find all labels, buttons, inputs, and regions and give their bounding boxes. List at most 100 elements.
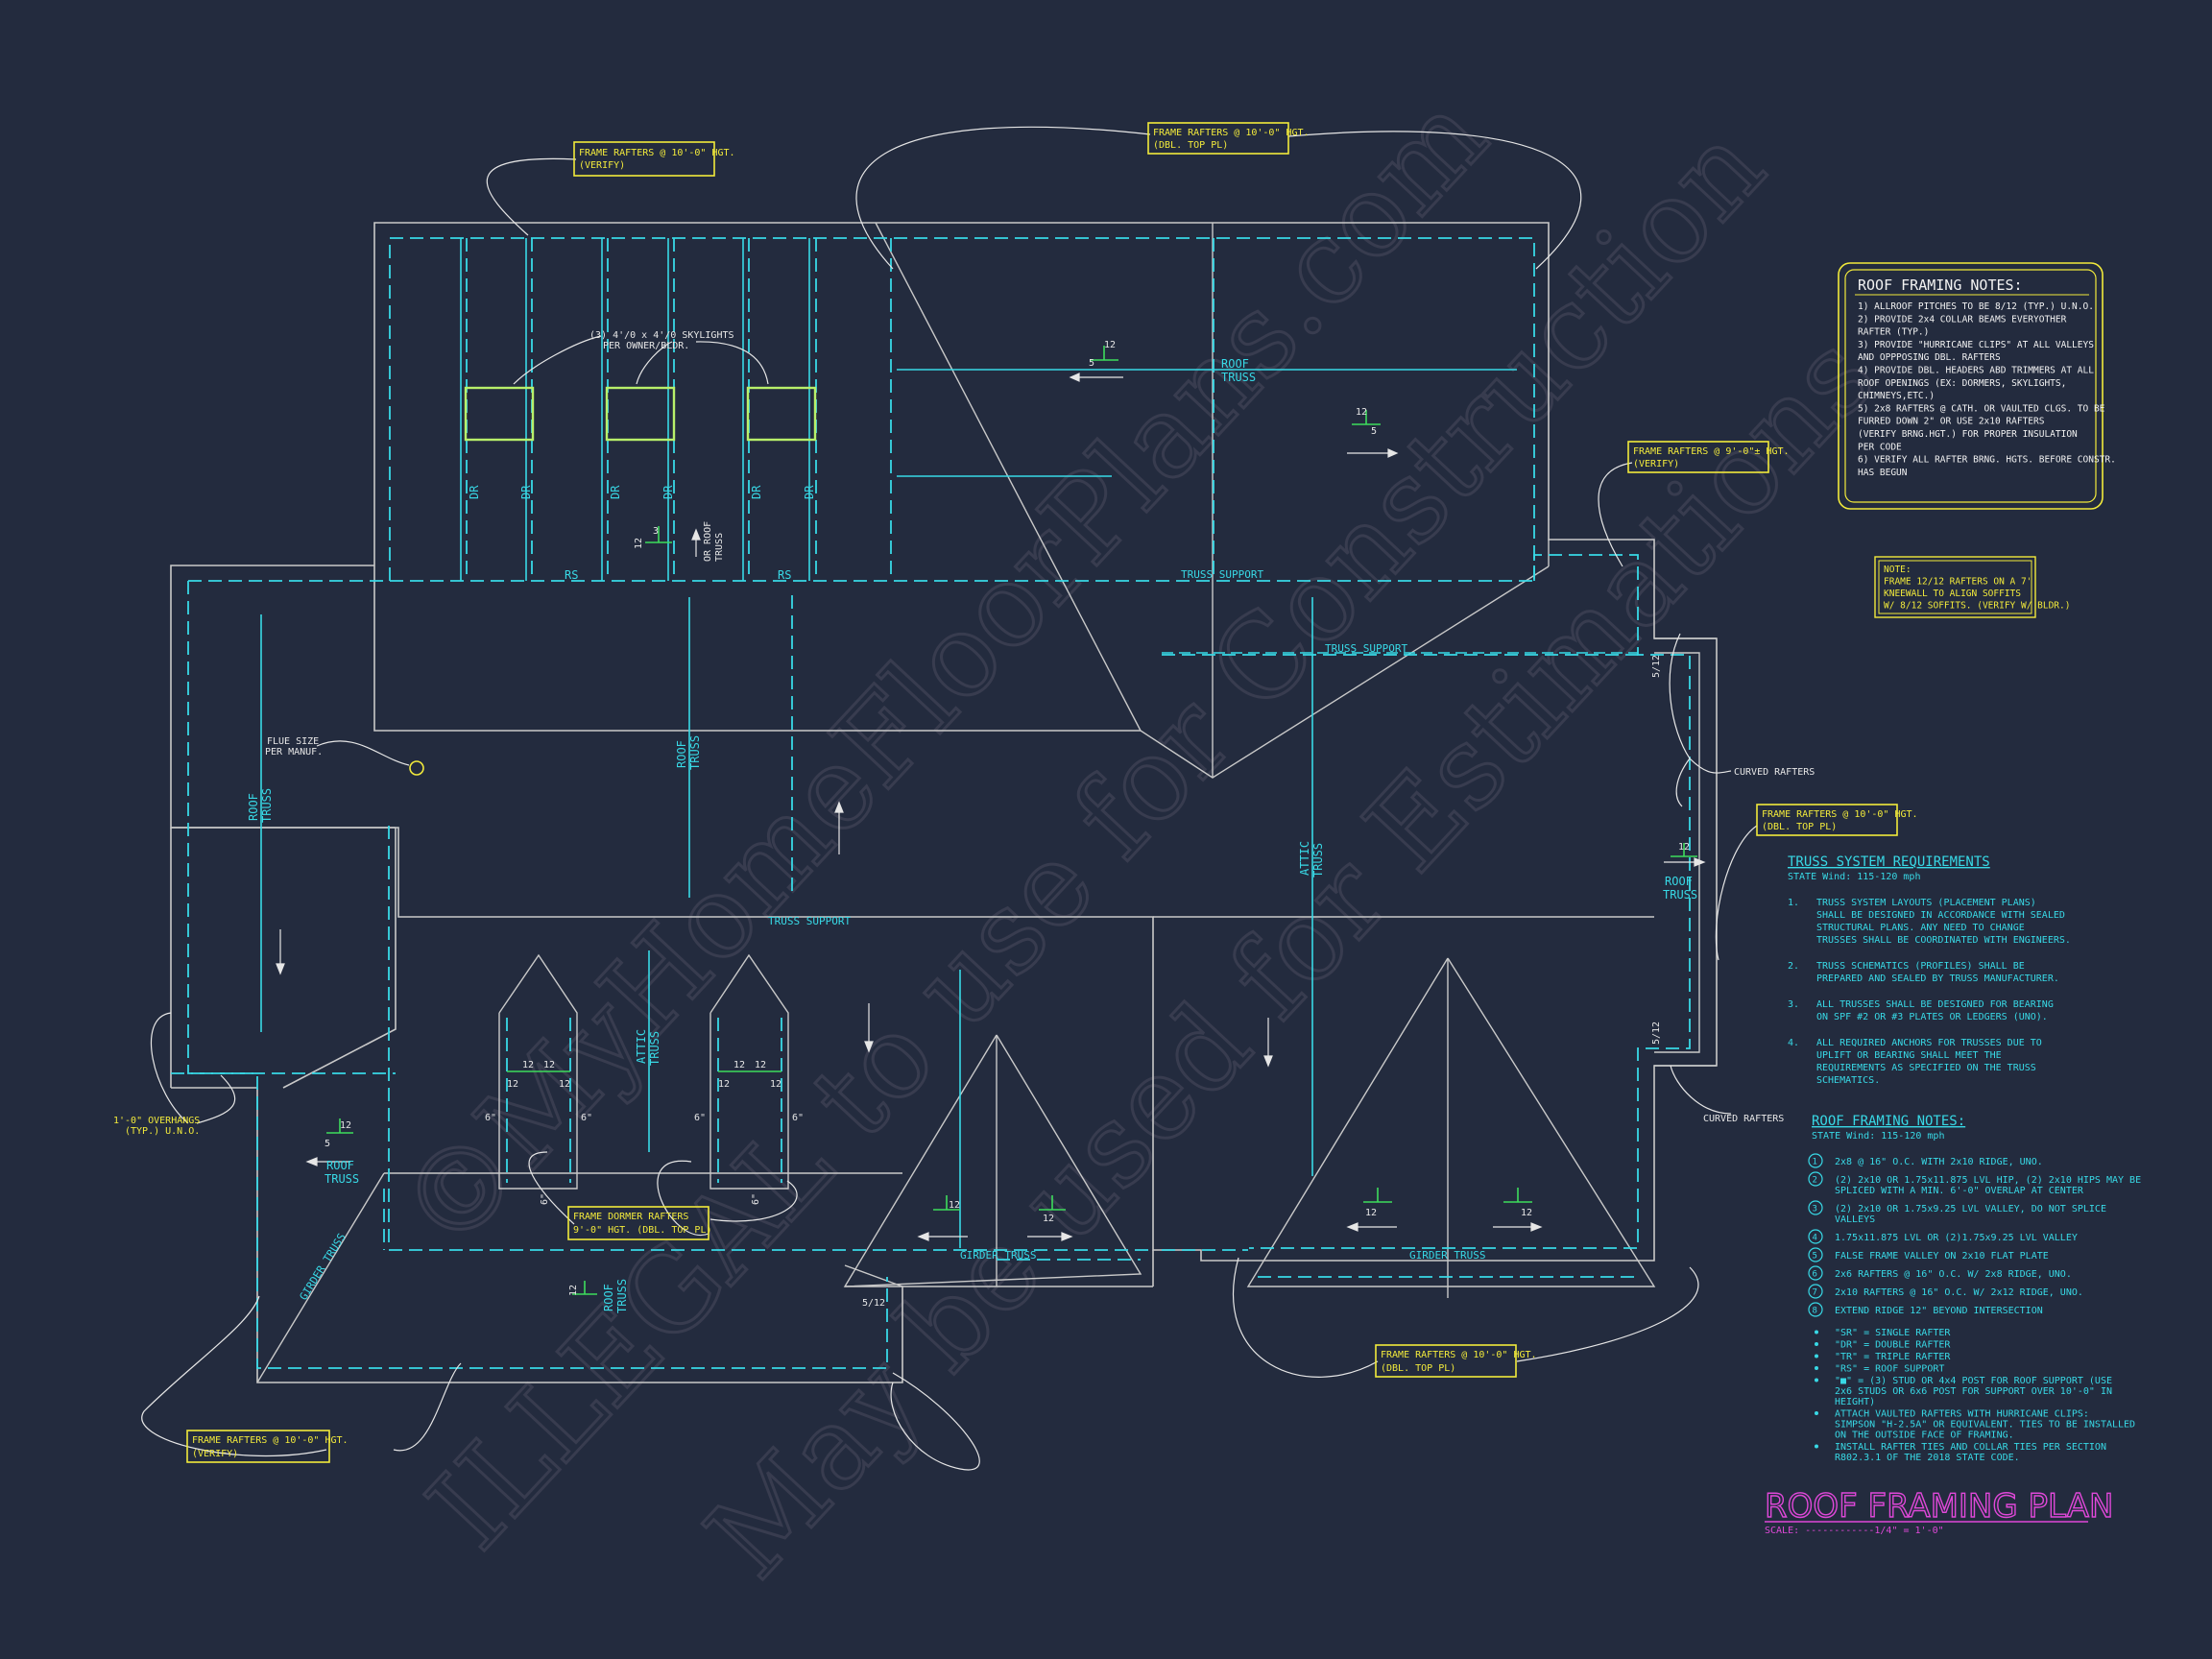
roof-note-line: RAFTER (TYP.): [1858, 327, 1929, 338]
or-roof-truss-label-1: OR ROOF: [703, 521, 713, 562]
truss-req-line: STRUCTURAL PLANS. ANY NEED TO CHANGE: [1816, 923, 2025, 933]
roof-notes-lines: 1) ALLROOF PITCHES TO BE 8/12 (TYP.) U.N…: [1858, 301, 2116, 478]
or-roof-truss-label-2: TRUSS: [714, 533, 725, 562]
framing-notes: ROOF FRAMING NOTES: STATE Wind: 115-120 …: [1808, 1114, 2141, 1463]
roof-note-line: 1) ALLROOF PITCHES TO BE 8/12 (TYP.) U.N…: [1858, 301, 2094, 312]
framing-note-line: (2) 2x10 OR 1.75x11.875 LVL HIP, (2) 2x1…: [1835, 1175, 2141, 1186]
callout-c1: FRAME RAFTERS @ 10'-0" HGT. (VERIFY): [573, 141, 735, 177]
pitch-run-label: 3: [653, 526, 659, 537]
framing-note-line: VALLEYS: [1835, 1214, 1875, 1225]
framing-bullet-line: INSTALL RAFTER TIES AND COLLAR TIES PER …: [1835, 1442, 2106, 1453]
framing-notes-title: ROOF FRAMING NOTES:: [1812, 1114, 1965, 1129]
slope-label: 5/12: [1651, 1022, 1662, 1045]
truss-req-line: ON SPF #2 OR #3 PLATES OR LEDGERS (UNO).: [1816, 1012, 2048, 1022]
truss-req-line: ALL TRUSSES SHALL BE DESIGNED FOR BEARIN…: [1816, 999, 2054, 1010]
roof-note-line: 6) VERIFY ALL RAFTER BRNG. HGTS. BEFORE …: [1858, 455, 2116, 466]
note-number: 2: [1813, 1176, 1817, 1186]
callout-c2: FRAME RAFTERS @ 10'-0" HGT. (DBL. TOP PL…: [1147, 122, 1310, 155]
title-block: ROOF FRAMING PLAN SCALE: ------------1/4…: [1764, 1486, 2114, 1536]
watermark-line-2: ILLEGAL to use for Construction: [403, 101, 1790, 1574]
callout-c6: FRAME RAFTERS @ 10'-0" HGT. (DBL. TOP PL…: [1375, 1344, 1537, 1378]
note-number: 3: [1813, 1205, 1817, 1214]
roof-note-line: HAS BEGUN: [1858, 468, 1908, 478]
framing-note-line: 2x10 RAFTERS @ 16" O.C. W/ 2x12 RIDGE, U…: [1835, 1287, 2083, 1298]
callout-c3: FRAME RAFTERS @ 9'-0"± HGT. (VERIFY): [1627, 441, 1790, 473]
note-number: 8: [1813, 1307, 1817, 1316]
framing-note-line: 1.75x11.875 LVL OR (2)1.75x9.25 LVL VALL…: [1835, 1233, 2078, 1243]
note-number: 4: [1813, 1234, 1817, 1243]
framing-bullet-line: ON THE OUTSIDE FACE OF FRAMING.: [1835, 1431, 2014, 1441]
plan-scale: SCALE: ------------1/4" = 1'-0": [1765, 1526, 1944, 1536]
pitch-rise-label: 12: [568, 1285, 579, 1296]
truss-requirements-title: TRUSS SYSTEM REQUIREMENTS: [1788, 854, 1990, 870]
dormer-pitch-label: 12: [733, 1060, 745, 1070]
truss-req-number: 3.: [1788, 999, 1799, 1010]
girder-truss-label: GIRDER TRUSS: [1409, 1249, 1485, 1262]
callout-c7: FRAME RAFTERS @ 10'-0" HGT. (VERIFY): [186, 1430, 349, 1463]
watermark: ©MyHomeFloorPlans.com ILLEGAL to use for…: [373, 68, 1901, 1604]
truss-req-line: ALL REQUIRED ANCHORS FOR TRUSSES DUE TO: [1816, 1038, 2042, 1048]
roof-label: ROOF: [602, 1284, 615, 1311]
pitch-symbols: [326, 346, 1697, 1295]
pitch-rise-label: 12: [949, 1200, 960, 1211]
roof-label: ROOF: [1221, 357, 1249, 371]
dormer-pitch-label: 12: [718, 1079, 730, 1090]
truss-req-line: SCHEMATICS.: [1816, 1075, 1880, 1086]
truss-label: TRUSS: [1663, 888, 1697, 902]
note-number-circle: [1808, 1229, 1823, 1244]
rafter-type-labels: DR DR DR DR DR DR RS RS OR ROOF TRUSS: [468, 485, 816, 582]
pitch-rise-label: 12: [1365, 1208, 1377, 1218]
roof-note-line: 5) 2x8 RAFTERS @ CATH. OR VAULTED CLGS. …: [1858, 403, 2105, 414]
bullet-dot: [1815, 1354, 1818, 1358]
callout-c1-line-1: FRAME RAFTERS @ 10'-0" HGT.: [579, 148, 735, 158]
skylights-label-line-1: (3) 4'/0 x 4'/0 SKYLIGHTS: [589, 330, 734, 341]
pitch-rise-label: 12: [340, 1120, 351, 1131]
framing-note-line: 2x6 RAFTERS @ 16" O.C. W/ 2x8 RIDGE, UNO…: [1835, 1269, 2072, 1280]
framing-bullet-line: "SR" = SINGLE RAFTER: [1835, 1328, 1951, 1338]
framing-notes-subtitle: STATE Wind: 115-120 mph: [1812, 1131, 1944, 1142]
roof-note-line: ROOF OPENINGS (EX: DORMERS, SKYLIGHTS,: [1858, 378, 2066, 389]
roof-support-label: RS: [778, 568, 791, 582]
note-number: 1: [1813, 1158, 1817, 1167]
pitch-run-label: 5: [1089, 358, 1094, 369]
callout-c6-line-2: (DBL. TOP PL): [1381, 1363, 1455, 1374]
note-number-circle: [1808, 1265, 1823, 1281]
callout-c7-line-1: FRAME RAFTERS @ 10'-0" HGT.: [192, 1435, 349, 1446]
note-number-circle: [1808, 1200, 1823, 1215]
truss-label: TRUSS: [1311, 843, 1325, 878]
flue-label-line-1: FLUE SIZE: [267, 736, 319, 747]
callout-c3-line-2: (VERIFY): [1633, 459, 1679, 469]
truss-label: TRUSS: [1221, 371, 1256, 384]
truss-req-line: TRUSS SCHEMATICS (PROFILES) SHALL BE: [1816, 961, 2025, 972]
framing-bullet-line: R802.3.1 OF THE 2018 STATE CODE.: [1835, 1453, 2020, 1463]
note-number-circle: [1808, 1171, 1823, 1187]
framing-notes-bullets: "SR" = SINGLE RAFTER"DR" = DOUBLE RAFTER…: [1815, 1328, 2135, 1463]
kneewall-note-line: W/ 8/12 SOFFITS. (VERIFY W/ BLDR.): [1884, 601, 2070, 612]
callout-c2-line-2: (DBL. TOP PL): [1153, 140, 1228, 151]
bullet-dot: [1815, 1330, 1818, 1334]
curved-rafters-label: CURVED RAFTERS: [1734, 767, 1815, 778]
truss-support-label: TRUSS SUPPORT: [768, 915, 851, 927]
callout-leaders: [141, 126, 1758, 1471]
bullet-dot: [1815, 1366, 1818, 1370]
truss-label: TRUSS: [260, 788, 274, 823]
pitch-rise-label: 12: [1043, 1214, 1054, 1224]
plan-title: ROOF FRAMING PLAN: [1765, 1487, 2113, 1526]
truss-label: TRUSS: [325, 1172, 359, 1186]
note-number: 5: [1813, 1252, 1817, 1262]
callout-c2-line-1: FRAME RAFTERS @ 10'-0" HGT.: [1153, 128, 1310, 138]
pitch-rise-label: 12: [1356, 407, 1367, 418]
overhang-dim-label: 6": [792, 1113, 804, 1123]
rafter-lines: [260, 238, 1638, 1248]
roof-label: ROOF: [675, 740, 688, 768]
roof-label: ROOF: [326, 1159, 354, 1172]
overhangs-label-line-1: 1'-0" OVERHANGS: [113, 1116, 200, 1126]
framing-note-line: FALSE FRAME VALLEY ON 2x10 FLAT PLATE: [1835, 1251, 2049, 1262]
note-number-circle: [1808, 1284, 1823, 1299]
skylights-label-line-2: PER OWNER/BLDR.: [603, 341, 689, 351]
framing-bullet-line: SIMPSON "H-2.5A" OR EQUIVALENT. TIES TO …: [1835, 1420, 2135, 1431]
pitch-rise-label: 12: [1104, 340, 1116, 350]
truss-label: TRUSS: [615, 1279, 629, 1313]
dormer-pitch-label: 12: [507, 1079, 518, 1090]
bullet-dot: [1815, 1411, 1818, 1415]
